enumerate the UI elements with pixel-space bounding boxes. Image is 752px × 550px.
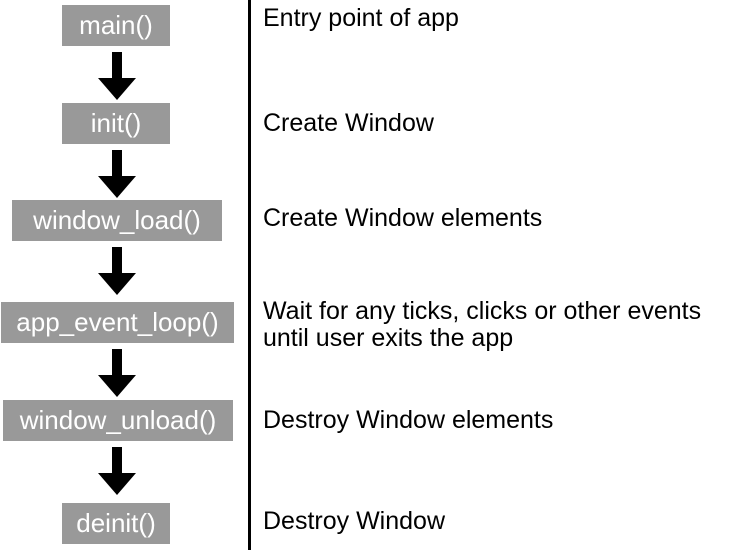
flow-box-window-load: window_load() — [12, 200, 222, 241]
description-app-event-loop: Wait for any ticks, clicks or other even… — [263, 297, 702, 352]
flow-box-main: main() — [62, 5, 170, 46]
description-init: Create Window — [263, 109, 434, 137]
description-deinit: Destroy Window — [263, 507, 445, 535]
description-window-load: Create Window elements — [263, 204, 543, 232]
flow-box-deinit: deinit() — [62, 503, 170, 544]
arrow-stem — [112, 247, 122, 274]
arrow-stem — [112, 52, 122, 79]
arrow-head — [98, 273, 136, 295]
arrow-down-icon — [98, 447, 136, 495]
flow-box-window-unload: window_unload() — [3, 400, 233, 441]
arrow-head — [98, 375, 136, 397]
flow-box-app-event-loop: app_event_loop() — [1, 302, 234, 343]
description-main: Entry point of app — [263, 4, 459, 32]
arrow-head — [98, 176, 136, 198]
arrow-down-icon — [98, 52, 136, 100]
arrow-head — [98, 473, 136, 495]
arrow-stem — [112, 447, 122, 474]
arrow-stem — [112, 150, 122, 177]
arrow-down-icon — [98, 247, 136, 295]
arrow-stem — [112, 349, 122, 376]
arrow-down-icon — [98, 150, 136, 198]
flow-box-init: init() — [62, 103, 170, 144]
column-divider — [248, 0, 251, 550]
arrow-head — [98, 78, 136, 100]
arrow-down-icon — [98, 349, 136, 397]
description-window-unload: Destroy Window elements — [263, 406, 554, 434]
